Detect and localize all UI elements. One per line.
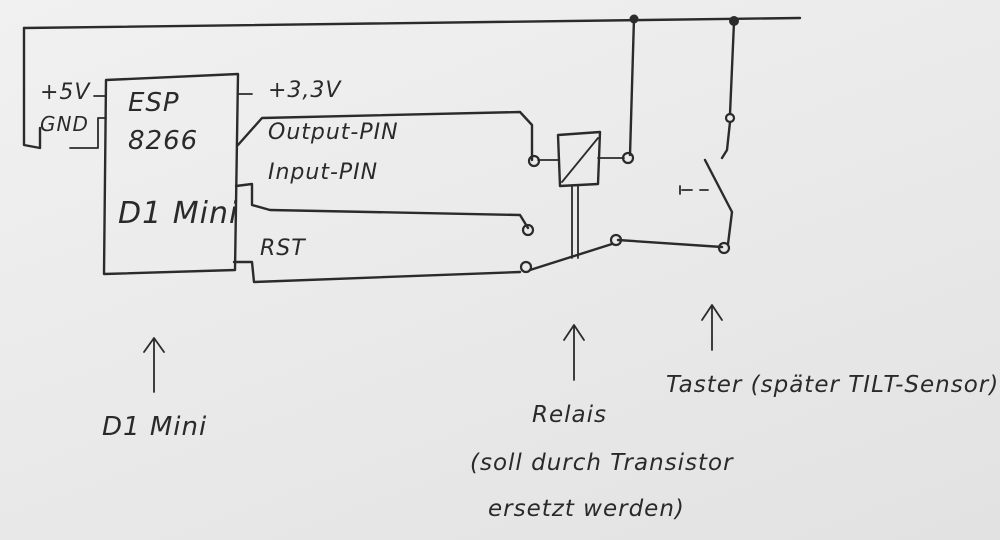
loop-to-5v-wire — [69, 117, 107, 149]
output-pin-wire — [236, 110, 534, 162]
arrow-taster — [701, 304, 723, 351]
label-gnd: GND — [40, 112, 89, 136]
annotation-relais-line2: (soll durch Transistor — [470, 450, 734, 476]
annotation-relais-line1: Relais — [532, 402, 607, 428]
esp8266-board — [102, 72, 240, 276]
rst-pin-terminal — [519, 260, 533, 274]
input-pin-terminal — [521, 223, 535, 237]
label-output-pin: Output-PIN — [268, 120, 399, 145]
button-lower-terminal — [717, 241, 731, 255]
relay-switch-to-button-wire — [616, 238, 724, 249]
relay-coil — [556, 130, 602, 188]
relay-switch-terminal — [609, 233, 623, 247]
label-rst-pin: RST — [260, 236, 306, 261]
top-bus-wire — [22, 16, 802, 30]
relay-coil-right-terminal — [621, 151, 635, 165]
annotation-taster: Taster (später TILT-Sensor) — [666, 372, 1000, 398]
top-bus-node-relay — [629, 14, 639, 24]
left-loop-wire — [22, 26, 42, 150]
button-upper-terminal — [724, 112, 736, 124]
button-actuator-dash — [679, 185, 709, 195]
button-lower-lead — [720, 120, 732, 160]
relay-switch-arm — [528, 242, 614, 272]
relay-coil-diagonal — [561, 137, 599, 183]
arrow-relais — [563, 324, 585, 381]
annotation-relais-line3: ersetzt werden) — [488, 496, 685, 522]
label-plus33v: +3,3V — [268, 78, 342, 103]
annotation-d1mini: D1 Mini — [102, 412, 208, 442]
button-vcc-wire — [728, 20, 736, 116]
relay-vcc-wire — [628, 16, 636, 157]
input-pin-wire — [234, 182, 530, 230]
arrow-d1mini — [143, 337, 165, 393]
esp-label-line2: 8266 — [128, 126, 199, 156]
relay-coil-left-terminal — [527, 154, 541, 168]
rst-pin-wire — [232, 260, 522, 284]
top-bus-node-button — [729, 16, 739, 26]
button-contact-arm — [703, 158, 734, 246]
label-plus5v: +5V — [40, 80, 91, 105]
esp-label-line3: D1 Mini — [118, 196, 239, 231]
esp-label-line1: ESP — [128, 88, 180, 118]
label-input-pin: Input-PIN — [268, 160, 379, 185]
